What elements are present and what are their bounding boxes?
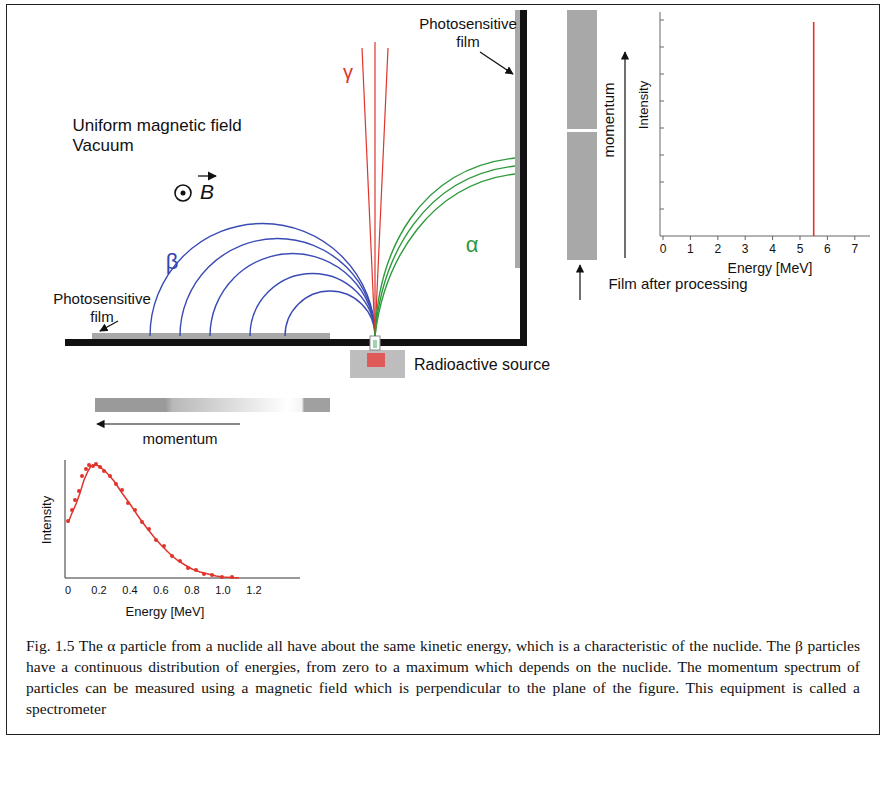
processed-film [567, 10, 597, 260]
ray-label: β [166, 249, 179, 275]
axis-label: momentum [142, 430, 217, 448]
tick-label: 1 [687, 242, 694, 256]
tick-label: 0.6 [153, 584, 168, 597]
tick-label: 1.0 [215, 584, 230, 597]
tick-label: 1.2 [246, 584, 261, 597]
tick-label: 6 [824, 242, 831, 256]
leader-arrow [480, 52, 513, 74]
axis-label: Intensity [39, 496, 55, 544]
source-label: Radioactive source [414, 355, 550, 374]
alpha-spectrum-chart [660, 12, 870, 240]
region-note: Uniform magnetic field Vacuum [73, 116, 258, 157]
radioactive-source [350, 336, 405, 378]
tick-label: 3 [742, 242, 749, 256]
film-line [567, 129, 597, 132]
ray-label: α [466, 232, 479, 258]
film-strip [515, 10, 520, 268]
beta-tracks [150, 224, 375, 337]
tick-label: 0.8 [184, 584, 199, 597]
processed-film [95, 398, 330, 412]
tick-label: 0 [65, 584, 71, 597]
ray-label: γ [343, 60, 353, 84]
axis-label: Energy [MeV] [126, 604, 205, 620]
tick-label: 2 [714, 242, 721, 256]
tick-label: 5 [797, 242, 804, 256]
tick-label: 0.4 [122, 584, 137, 597]
tick-label: 0.2 [91, 584, 106, 597]
field-symbol-label: B [200, 179, 214, 204]
figure-caption: Fig. 1.5 The α particle from a nuclide a… [26, 636, 860, 720]
axis-label: Intensity [636, 81, 652, 129]
axis-label: momentum [600, 82, 618, 157]
film-label: Film after processing [608, 275, 747, 293]
tick-label: 0 [660, 242, 667, 256]
momentum-arrow [97, 423, 240, 424]
tick-label: 7 [851, 242, 858, 256]
axis-label: Energy [MeV] [728, 260, 813, 277]
tick-label: 4 [769, 242, 776, 256]
film-strip [92, 333, 330, 339]
momentum-arrow [624, 52, 625, 258]
beta-spectrum-chart [65, 460, 300, 579]
film-label: Photosensitive film [406, 15, 531, 51]
film-label: Photosensitive film [40, 290, 165, 326]
wall [520, 10, 527, 346]
figure-frame [7, 5, 880, 735]
leader-arrow [579, 265, 580, 300]
wall [65, 339, 527, 346]
alpha-tracks [375, 158, 515, 336]
